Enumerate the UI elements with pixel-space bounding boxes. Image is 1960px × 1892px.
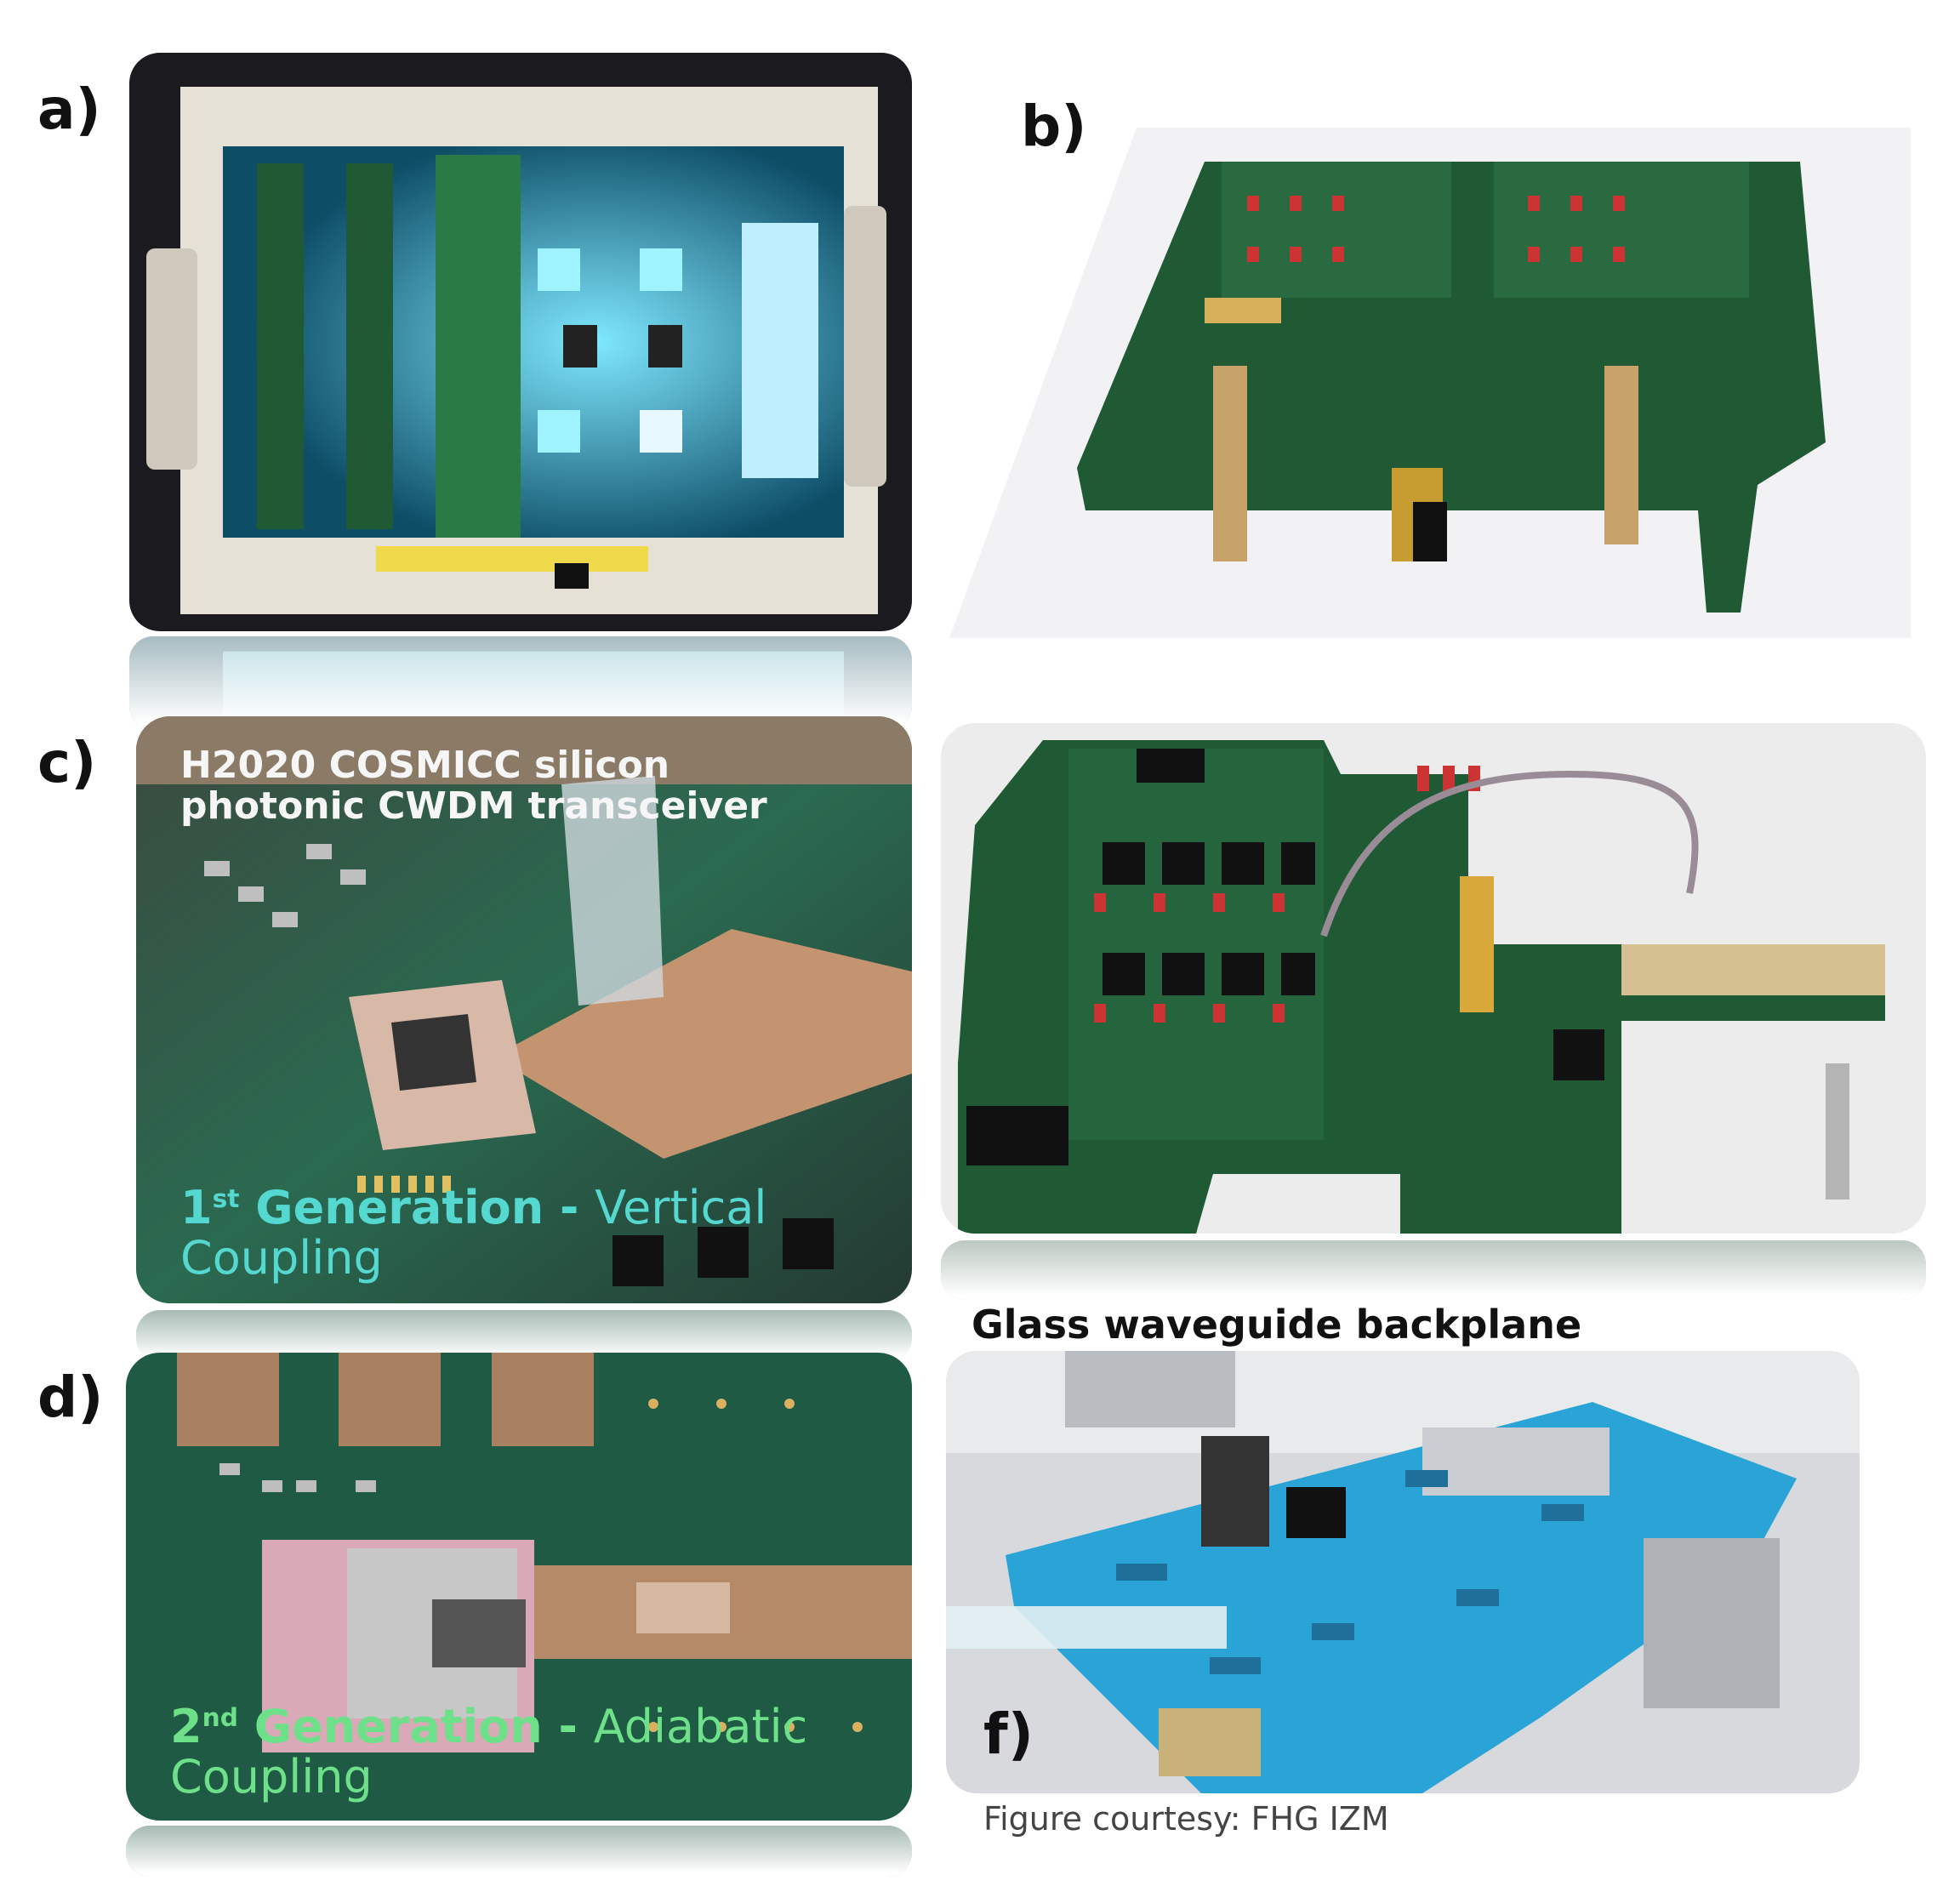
gen2-suffix: nd: [202, 1703, 238, 1733]
gen1-num: 1: [180, 1181, 213, 1234]
gen1-word: Generation -: [239, 1181, 595, 1234]
gen2-desc-line2: Coupling: [170, 1750, 373, 1804]
gen1-desc-line1: Vertical: [595, 1181, 767, 1234]
gen2-word: Generation -: [237, 1700, 594, 1753]
gen2-desc-line1: Adiabatic: [593, 1700, 808, 1753]
photo-second-gen-transceiver: [126, 1353, 912, 1821]
gen2-label: 2nd Generation - Adiabatic Coupling: [170, 1701, 807, 1803]
gen1-desc-line2: Coupling: [180, 1231, 383, 1285]
figure-credit: Figure courtesy: FHG IZM: [983, 1800, 1389, 1838]
gen1-suffix: st: [212, 1184, 240, 1214]
caption-line-2: photonic CWDM transceiver: [180, 784, 767, 829]
gen2-num: 2: [170, 1700, 202, 1753]
panel-label-b: b): [1021, 94, 1087, 159]
panel-label-d: d): [37, 1365, 104, 1430]
panel-label-c: c): [37, 730, 97, 795]
photo-pcb-backplane-assembly: [949, 128, 1911, 638]
panel-label-f: f): [983, 1701, 1034, 1767]
reflection-cosmicc-pcb: [941, 1240, 1926, 1300]
photo-cosmicc-pcb: [941, 723, 1926, 1234]
photo-chassis-rack: [129, 53, 912, 631]
reflection-chassis: [129, 636, 912, 730]
photo-first-gen-transceiver: [136, 716, 912, 1303]
panel-label-a: a): [37, 77, 101, 142]
panel-f-title: Glass waveguide backplane: [971, 1302, 1582, 1348]
gen1-label: 21st Generation - Vertical Coupling: [180, 1182, 766, 1284]
photo-glass-waveguide-backplane: [946, 1351, 1860, 1793]
reflection-second-gen: [126, 1826, 912, 1877]
caption-cosmicc-transceiver: H2020 COSMICC silicon photonic CWDM tran…: [180, 744, 767, 829]
caption-line-1: H2020 COSMICC silicon: [180, 744, 670, 787]
